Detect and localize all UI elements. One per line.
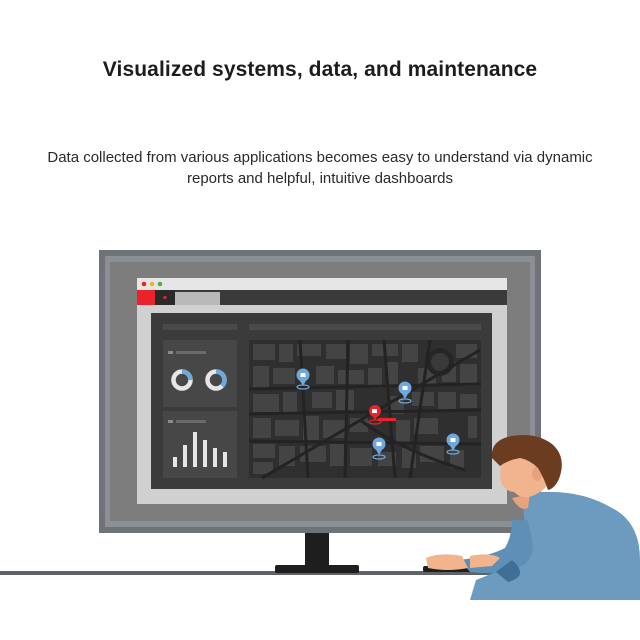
page-title: Visualized systems, data, and maintenanc… — [102, 58, 538, 81]
location-pin-icon — [446, 433, 460, 455]
monitor-neck — [305, 531, 329, 567]
dashboard-illustration — [0, 250, 640, 600]
close-dot-icon — [141, 281, 147, 287]
browser-tab-bar — [137, 290, 507, 305]
person-illustration — [426, 435, 640, 600]
person-hair — [491, 435, 562, 490]
monitor-base — [275, 565, 359, 573]
widget-title-placeholder — [168, 351, 173, 354]
location-pin-icon — [372, 437, 386, 460]
location-pin-icon — [296, 368, 310, 390]
widget-title-placeholder — [168, 420, 173, 423]
location-pin-icon — [398, 381, 412, 404]
alert-pin-icon — [368, 405, 396, 425]
donut-chart-segment — [181, 369, 193, 381]
bar-chart-icon — [173, 432, 227, 467]
minimize-dot-icon — [149, 281, 155, 287]
tab-record-icon — [163, 295, 167, 300]
maximize-dot-icon — [157, 281, 163, 287]
widget-title-placeholder — [176, 420, 206, 423]
dashboard — [151, 313, 492, 489]
page-subtitle: Data collected from various applications… — [47, 149, 593, 187]
map-widget — [248, 339, 482, 480]
browser-active-tab — [137, 290, 155, 305]
person-hand — [426, 554, 468, 570]
dashboard-header-bar — [163, 324, 237, 330]
dashboard-header-bar — [249, 324, 481, 330]
widget-title-placeholder — [176, 351, 206, 354]
browser-tab-inactive — [175, 292, 220, 305]
donut-chart-segment — [215, 369, 227, 388]
